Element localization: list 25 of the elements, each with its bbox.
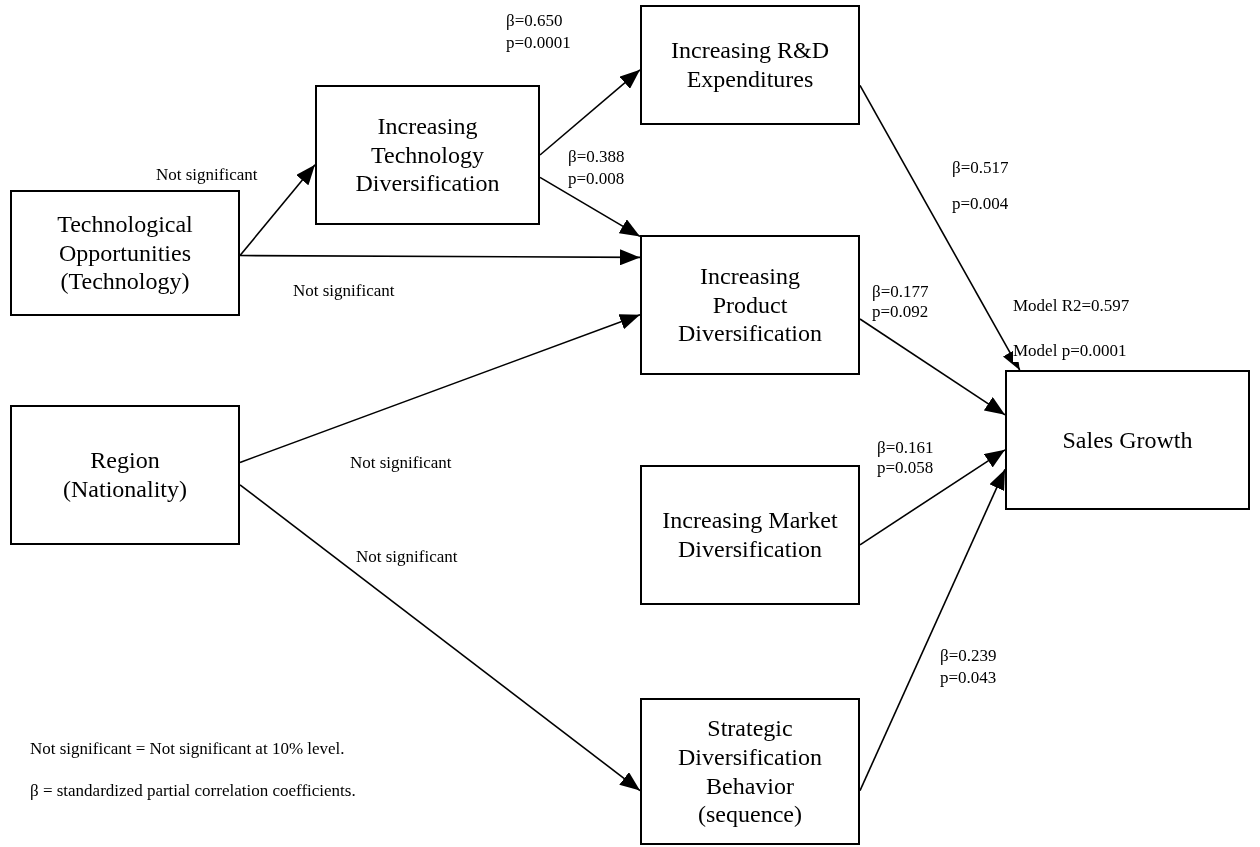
- arrow: [859, 449, 1006, 546]
- variable-name: Increasing R&D Expenditures: [670, 36, 830, 94]
- arrow: [239, 164, 316, 257]
- variable-box: [640, 698, 860, 845]
- variable-box: [640, 465, 860, 605]
- variable-box: [1005, 370, 1250, 510]
- variable-box: [640, 5, 860, 125]
- variable-name: Region (Nationality): [62, 446, 188, 504]
- variable-name: Increasing Technology Diversification: [354, 111, 501, 199]
- arrow: [239, 314, 641, 464]
- variable-box: [10, 405, 240, 545]
- variable-box: [640, 235, 860, 375]
- arrow: [539, 69, 641, 156]
- variable-box: [10, 190, 240, 316]
- variable-box: [315, 85, 540, 225]
- variable-name: Sales Growth: [1062, 425, 1193, 455]
- arrow: [239, 249, 641, 266]
- arrow: [239, 484, 641, 792]
- arrow: [859, 318, 1006, 416]
- variable-name: Increasing Product Diversification: [677, 261, 823, 349]
- variable-name: Strategic Diversification Behavior (sequence): [677, 713, 823, 830]
- variable-name: Technological Opportunities (Technology): [56, 209, 194, 297]
- arrow: [859, 84, 1021, 371]
- variable-name: Increasing Market Diversification: [661, 506, 839, 564]
- arrow: [539, 176, 641, 238]
